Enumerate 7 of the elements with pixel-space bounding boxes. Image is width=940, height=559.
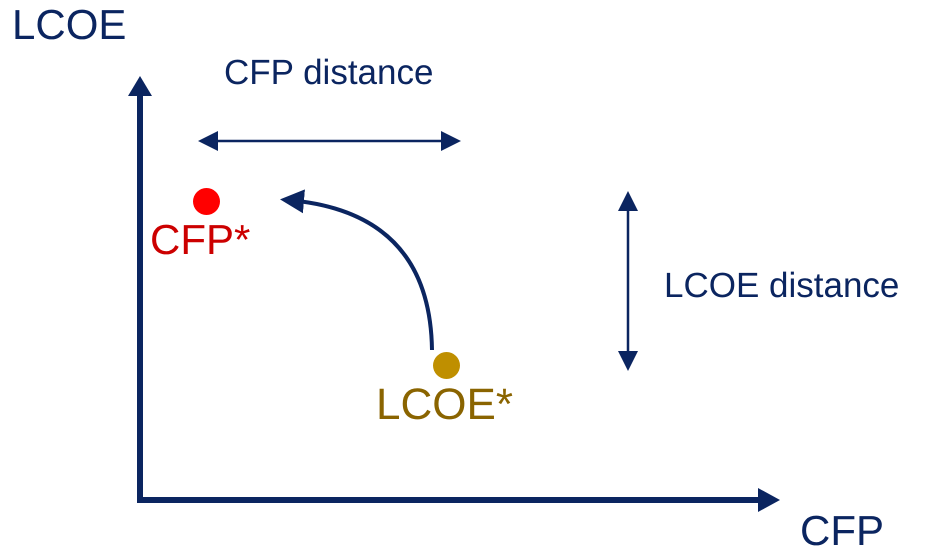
axis-label: CFP distance: [224, 55, 434, 90]
point-label: LCOE*: [376, 383, 514, 427]
axis-label: LCOE: [12, 4, 126, 46]
axis-label: CFP: [800, 510, 884, 552]
curved-arrow: [280, 190, 434, 350]
axis-label: LCOE distance: [664, 268, 900, 303]
point-label: CFP*: [150, 219, 252, 261]
